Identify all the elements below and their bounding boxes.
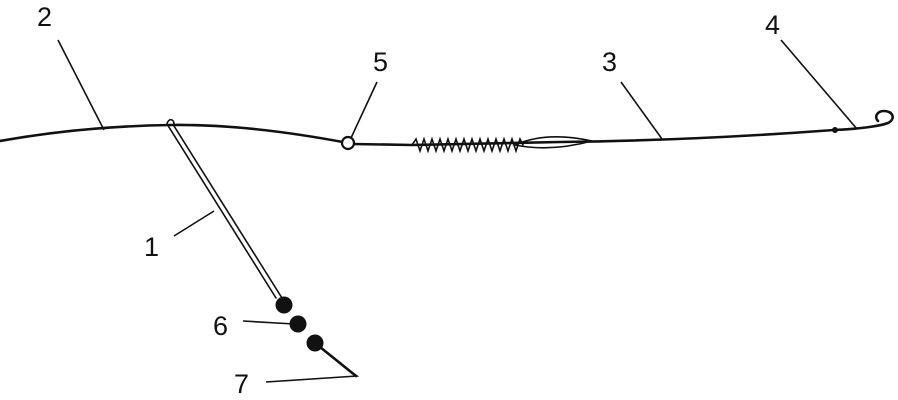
coil-wrap (411, 136, 524, 154)
leash-strand-left (166, 123, 277, 299)
leash-attachment-loop (166, 118, 175, 127)
main-line (0, 123, 350, 145)
leader-line-6 (242, 320, 295, 325)
bead-1 (275, 296, 293, 314)
leader-line-3 (620, 81, 663, 140)
label-1: 1 (144, 232, 159, 262)
label-4: 4 (765, 10, 780, 40)
bead-2 (289, 315, 307, 333)
hook-leader-line (350, 128, 836, 147)
label-3: 3 (602, 47, 617, 77)
label-2: 2 (37, 2, 52, 32)
loop-knot (512, 136, 593, 149)
leader-line-5 (350, 81, 378, 139)
leader-line-4 (780, 39, 858, 130)
hook-shank (832, 109, 894, 132)
leader-line-1 (173, 210, 215, 237)
leash-strand-right (173, 125, 283, 299)
label-5: 5 (373, 47, 388, 77)
label-7: 7 (234, 369, 249, 399)
leader-line-2 (57, 39, 105, 131)
label-6: 6 (213, 311, 228, 341)
swivel-ring (340, 135, 356, 151)
leader-line-7 (265, 365, 360, 383)
